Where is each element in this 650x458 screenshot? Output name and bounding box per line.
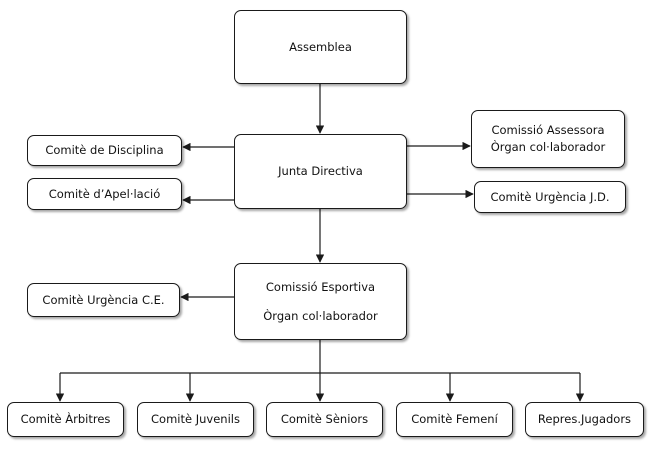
node-comite-urgencia-jd: Comitè Urgència J.D. bbox=[474, 181, 626, 213]
node-comite-seniors: Comitè Sèniors bbox=[266, 402, 383, 437]
node-comissio-assessora-line2: Òrgan col·laborador bbox=[490, 140, 606, 154]
node-comite-juvenils: Comitè Juvenils bbox=[137, 402, 254, 437]
node-comissio-assessora: Comissió Assessora Òrgan col·laborador bbox=[471, 110, 625, 168]
node-comite-urgencia-jd-label: Comitè Urgència J.D. bbox=[490, 189, 610, 204]
node-comissio-esportiva: Comissió Esportiva Òrgan col·laborador bbox=[234, 263, 407, 340]
node-assemblea-label: Assemblea bbox=[289, 39, 352, 54]
node-comissio-esportiva-line1: Comissió Esportiva bbox=[265, 279, 376, 294]
node-comite-juvenils-label: Comitè Juvenils bbox=[151, 412, 240, 427]
node-comite-urgencia-ce: Comitè Urgència C.E. bbox=[27, 283, 180, 317]
node-comite-arbitres: Comitè Àrbitres bbox=[7, 402, 124, 437]
node-comite-femeni-label: Comitè Femení bbox=[411, 412, 498, 427]
node-comite-apelacio-label: Comitè d’Apel·lació bbox=[48, 186, 161, 201]
node-repres-jugadors: Repres.Jugadors bbox=[525, 402, 644, 437]
node-comite-urgencia-ce-label: Comitè Urgència C.E. bbox=[42, 292, 165, 307]
node-comite-disciplina-label: Comitè de Disciplina bbox=[45, 143, 164, 158]
node-comissio-esportiva-text: Comissió Esportiva Òrgan col·laborador bbox=[263, 279, 378, 325]
node-repres-jugadors-label: Repres.Jugadors bbox=[537, 412, 632, 427]
node-comissio-esportiva-line2: Òrgan col·laborador bbox=[263, 308, 378, 323]
node-assemblea: Assemblea bbox=[234, 10, 407, 84]
node-comissio-assessora-text: Comissió Assessora Òrgan col·laborador bbox=[491, 122, 606, 155]
node-comite-femeni: Comitè Femení bbox=[396, 402, 513, 437]
node-junta-directiva: Junta Directiva bbox=[234, 134, 407, 209]
node-junta-directiva-label: Junta Directiva bbox=[278, 164, 363, 179]
node-comissio-assessora-line1: Comissió Assessora bbox=[491, 123, 605, 138]
node-comite-seniors-label: Comitè Sèniors bbox=[280, 412, 369, 427]
node-comite-disciplina: Comitè de Disciplina bbox=[27, 135, 182, 166]
node-comite-arbitres-label: Comitè Àrbitres bbox=[20, 412, 111, 427]
node-comite-apelacio: Comitè d’Apel·lació bbox=[27, 178, 182, 210]
